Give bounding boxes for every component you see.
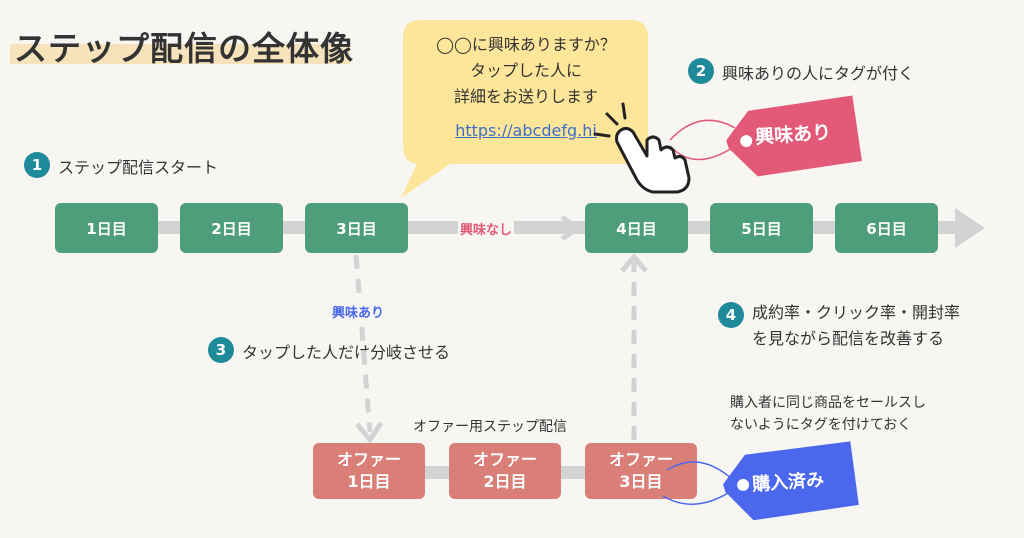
bubble-text: ◯◯に興味ありますか？ タップした人に 詳細をお送りします https://ab… bbox=[408, 32, 644, 144]
interest-branch-label: 興味あり bbox=[330, 302, 387, 321]
page-title: ステップ配信の全体像 bbox=[14, 29, 354, 68]
purchase-note: 購入者に同じ商品をセールスし ないようにタグを付けておく bbox=[730, 392, 926, 436]
bubble-line-2: タップした人に bbox=[469, 61, 582, 80]
offer-day-2-box: オファー 2日目 bbox=[449, 443, 561, 499]
offer-day-1-line-1: オファー bbox=[336, 450, 401, 469]
step-4-number: 4 bbox=[718, 302, 744, 328]
step-2-label: 興味ありの人にタグが付く bbox=[722, 64, 915, 83]
purchase-note-line-2: ないようにタグを付けておく bbox=[730, 417, 912, 433]
step-4-line-1: 成約率・クリック率・開封率 bbox=[752, 303, 961, 322]
tap-hand-icon bbox=[593, 102, 691, 194]
day-1-box: 1日目 bbox=[55, 203, 158, 253]
offer-title: オファー用ステップ配信 bbox=[413, 419, 567, 435]
offer-day-1-line-2: 1日目 bbox=[347, 472, 391, 491]
no-interest-label: 興味なし bbox=[458, 219, 515, 238]
offer-day-2-line-2: 2日目 bbox=[483, 472, 527, 491]
purchased-tag bbox=[662, 441, 859, 521]
title-highlight bbox=[10, 44, 350, 64]
step-4-label: 成約率・クリック率・開封率 を見ながら配信を改善する bbox=[752, 300, 960, 352]
day-3-box: 3日目 bbox=[305, 203, 408, 253]
speech-bubble bbox=[401, 20, 648, 198]
day-5-box: 5日目 bbox=[710, 203, 813, 253]
step-2-number: 2 bbox=[688, 58, 714, 84]
step-1-label: ステップ配信スタート bbox=[58, 158, 219, 177]
interest-tag bbox=[669, 95, 862, 177]
offer-day-3-box: オファー 3日目 bbox=[585, 443, 697, 499]
offer-day-1-box: オファー 1日目 bbox=[313, 443, 425, 499]
step-1-number: 1 bbox=[24, 152, 50, 178]
purchased-tag-label: 購入済み bbox=[751, 469, 825, 496]
bubble-line-1: ◯◯に興味ありますか？ bbox=[436, 35, 616, 54]
bubble-link[interactable]: https://abcdefg.hi bbox=[455, 121, 597, 140]
bubble-line-3: 詳細をお送りします bbox=[453, 87, 598, 106]
offer-day-3-line-2: 3日目 bbox=[619, 472, 663, 491]
step-3-number: 3 bbox=[208, 337, 234, 363]
step-4-line-2: を見ながら配信を改善する bbox=[752, 329, 945, 348]
offer-day-3-line-1: オファー bbox=[608, 450, 673, 469]
day-6-box: 6日目 bbox=[835, 203, 938, 253]
step-3-label: タップした人だけ分岐させる bbox=[242, 343, 451, 362]
interest-tag-label: 興味あり bbox=[754, 121, 832, 149]
day-2-box: 2日目 bbox=[180, 203, 283, 253]
day-4-box: 4日目 bbox=[585, 203, 688, 253]
purchase-note-line-1: 購入者に同じ商品をセールスし bbox=[730, 395, 926, 411]
offer-day-2-line-1: オファー bbox=[472, 450, 537, 469]
